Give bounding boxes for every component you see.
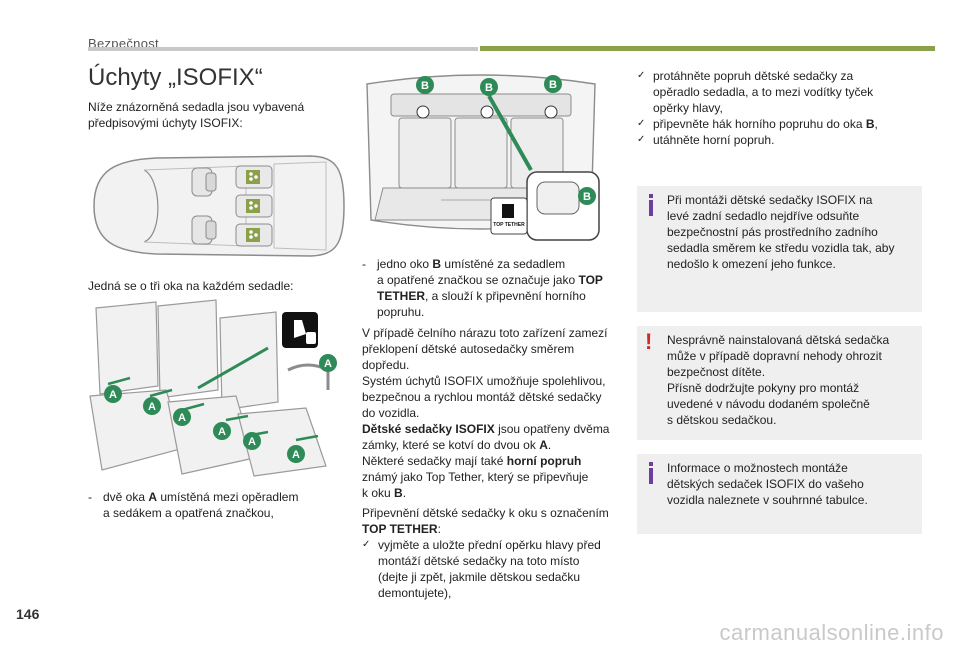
- svg-text:A: A: [248, 436, 256, 448]
- bullet-marker: -: [88, 490, 92, 504]
- svg-text:A: A: [148, 401, 156, 413]
- intro-line: Níže znázorněná sedadla jsou vybavená: [88, 100, 305, 114]
- svg-text:B: B: [549, 79, 557, 91]
- anchor-label-a: A: [243, 432, 261, 450]
- intro-line: předpisovými úchyty ISOFIX:: [88, 116, 243, 130]
- svg-text:B: B: [583, 191, 591, 203]
- anchor-label-b: B: [544, 75, 562, 93]
- info-note-summary-table: Informace o možnostech montáže dětských …: [637, 454, 922, 534]
- info-icon: [649, 194, 653, 216]
- svg-text:A: A: [292, 449, 300, 461]
- anchor-label-a: A: [319, 354, 337, 372]
- check-marker: ✓: [637, 118, 646, 129]
- svg-text:TOP TETHER: TOP TETHER: [493, 222, 525, 228]
- bullet-anchor-a: - dvě oka A umístěná mezi opěradlem a se…: [88, 490, 299, 520]
- intro-text: Níže znázorněná sedadla jsou vybavená př…: [88, 99, 338, 131]
- anchor-label-a: A: [104, 385, 122, 403]
- anchor-label-a: A: [287, 445, 305, 463]
- svg-text:A: A: [109, 389, 117, 401]
- anchor-label-b: B: [416, 76, 434, 94]
- header-rule-gray: [88, 47, 478, 51]
- warning-icon: !: [645, 329, 653, 354]
- svg-text:A: A: [324, 358, 332, 370]
- info-note-left-seat: Při montáži dětské sedačky ISOFIX na lev…: [637, 186, 922, 312]
- bullet-marker: -: [362, 257, 366, 271]
- trunk-illustration: B B B TOP TETHER B: [361, 70, 601, 242]
- page-number: 146: [16, 606, 40, 622]
- svg-text:A: A: [178, 412, 186, 424]
- check-marker: ✓: [362, 539, 371, 550]
- anchor-label-b: B: [578, 187, 596, 205]
- isofix-description: V případě čelního nárazu toto zařízení z…: [362, 326, 610, 500]
- car-top-view-illustration: [93, 155, 345, 257]
- bullet-anchor-b: - jedno oko B umístěné za sedadlem a opa…: [362, 257, 603, 319]
- svg-text:B: B: [421, 80, 429, 92]
- info-icon: [649, 462, 653, 484]
- rear-seats-illustration: A A A A A A A: [86, 298, 348, 478]
- anchor-label-b: B: [480, 78, 498, 96]
- top-tether-instructions: Připevnění dětské sedačky k oku s označe…: [362, 506, 609, 600]
- top-tether-steps: ✓ protáhněte popruh dětské sedačky za op…: [637, 69, 878, 147]
- anchor-label-a: A: [143, 397, 161, 415]
- header-rule-green: [480, 46, 935, 51]
- anchor-label-a: A: [173, 408, 191, 426]
- watermark: carmanualsonline.info: [719, 620, 944, 645]
- page-title: Úchyty „ISOFIX“: [88, 64, 263, 91]
- svg-text:A: A: [218, 426, 226, 438]
- check-marker: ✓: [637, 70, 646, 81]
- rings-sentence: Jedná se o tři oka na každém sedadle:: [88, 279, 294, 293]
- anchor-label-a: A: [213, 422, 231, 440]
- svg-text:B: B: [485, 82, 493, 94]
- warning-note: ! Nesprávně nainstalovaná dětská sedačka…: [637, 326, 922, 440]
- check-marker: ✓: [637, 134, 646, 145]
